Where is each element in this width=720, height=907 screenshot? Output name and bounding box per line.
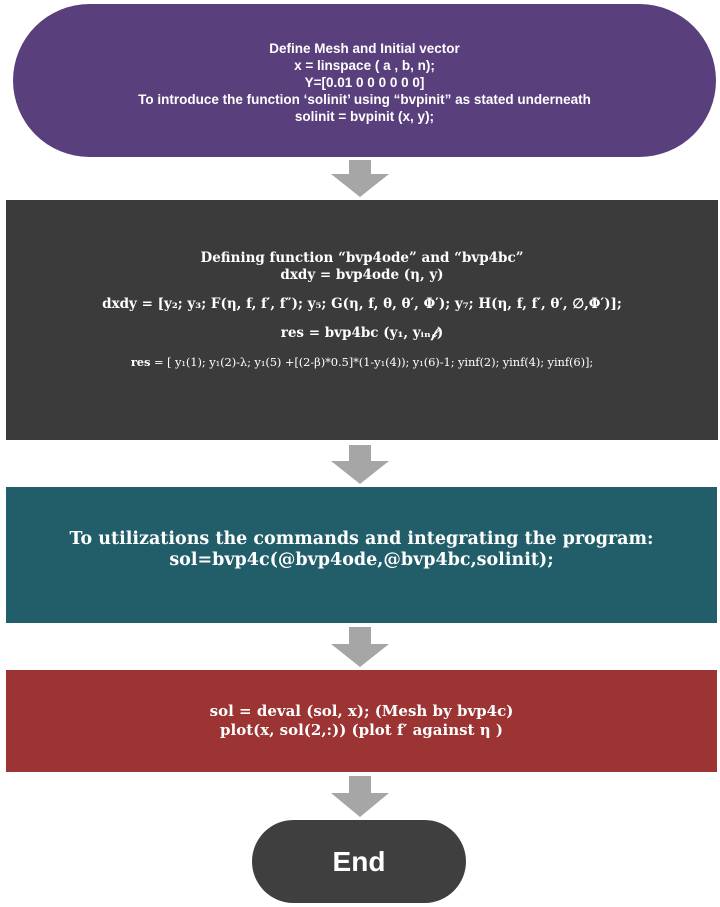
arrow-4-icon	[331, 776, 389, 817]
box3-line2: sol=bvp4c(@bvp4ode,@bvp4bc,solinit);	[169, 550, 554, 570]
box2-line4: res = bvp4bc (y₁, yᵢₙ𝒻)	[280, 324, 444, 341]
end-node: End	[252, 820, 466, 903]
box1-line2: x = linspace ( a , b, n);	[294, 58, 435, 73]
box4-line1: sol = deval (sol, x); (Mesh by bvp4c)	[209, 702, 514, 720]
arrow-2-icon	[331, 445, 389, 484]
box2-res-label: res	[130, 354, 151, 369]
box2-line5: res = [ y₁(1); y₁(2)-λ; y₁(5) +[(2-β)*0.…	[131, 354, 593, 371]
box4-line2: plot(x, sol(2,:)) (plot f′ against η )	[220, 721, 503, 739]
process-node-integrate-program: To utilizations the commands and integra…	[6, 487, 717, 623]
box2-line3: dxdy = [y₂; y₃; F(η, f, f′, f″); y₅; G(η…	[102, 295, 622, 312]
arrow-3-icon	[331, 627, 389, 667]
box2-line2: dxdy = bvp4ode (η, y)	[280, 266, 444, 283]
start-node-define-mesh: Define Mesh and Initial vector x = linsp…	[13, 4, 716, 157]
end-label: End	[332, 845, 386, 877]
box3-line1: To utilizations the commands and integra…	[69, 529, 654, 549]
box1-line1: Define Mesh and Initial vector	[269, 41, 460, 56]
box1-line3: Y=[0.01 0 0 0 0 0 0]	[304, 75, 425, 90]
box2-line1: Defining function “bvp4ode” and “bvp4bc”	[200, 249, 524, 266]
arrow-1-icon	[331, 160, 389, 197]
process-node-define-functions: Defining function “bvp4ode” and “bvp4bc”…	[6, 200, 718, 440]
box1-line5: solinit = bvpinit (x, y);	[294, 109, 435, 124]
process-node-deval-plot: sol = deval (sol, x); (Mesh by bvp4c) pl…	[6, 670, 717, 772]
box2-res-value: = [ y₁(1); y₁(2)-λ; y₁(5) +[(2-β)*0.5]*(…	[150, 354, 594, 369]
box1-line4: To introduce the function ‘solinit’ usin…	[138, 92, 591, 107]
